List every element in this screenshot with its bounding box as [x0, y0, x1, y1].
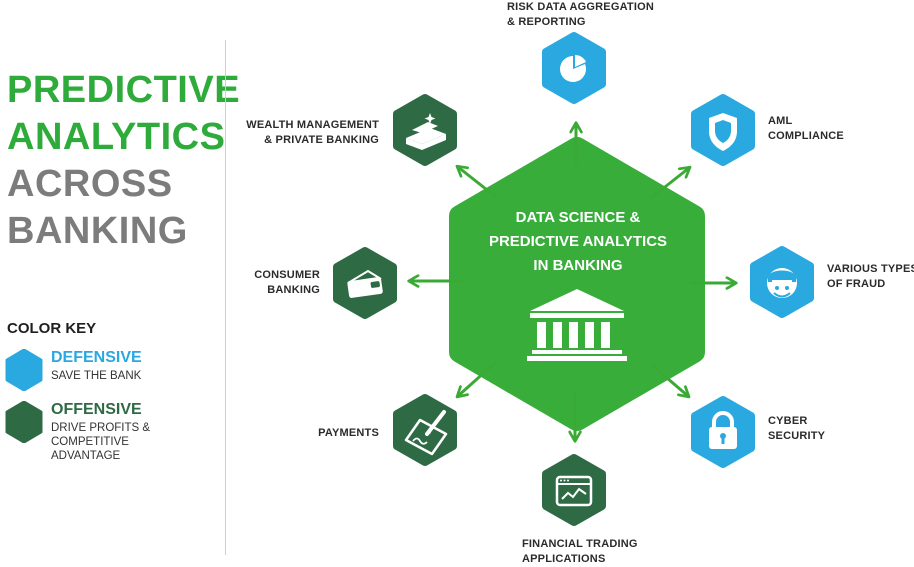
wealth-label-line-1: WEALTH MANAGEMENT: [246, 119, 379, 131]
title-line-3: ACROSS: [7, 163, 173, 205]
thief-icon: [767, 268, 797, 298]
trading-label-line-1: FINANCIAL TRADING: [522, 538, 638, 550]
payments-label-line-1: PAYMENTS: [318, 427, 379, 439]
center-title: DATA SCIENCE & PREDICTIVE ANALYTICS IN B…: [470, 206, 686, 278]
center-title-line-1: DATA SCIENCE &: [515, 209, 641, 226]
color-key-title: COLOR KEY: [7, 320, 97, 337]
wealth-label-line-2: & PRIVATE BANKING: [264, 134, 379, 146]
arrow-payments: [455, 360, 498, 399]
cyber-label-line-2: SECURITY: [768, 430, 826, 442]
bank-icon: [527, 289, 627, 361]
fraud-label-line-1: VARIOUS TYPES: [827, 263, 914, 275]
center-hexagon: [449, 137, 705, 431]
offensive-hexagon-icon: [5, 401, 43, 443]
title-line-4: BANKING: [7, 210, 188, 252]
wallet-icon: [347, 269, 383, 298]
arrow-wealth: [455, 164, 498, 199]
defensive-description: SAVE THE BANK: [51, 370, 142, 382]
offensive-label: OFFENSIVE: [51, 401, 142, 418]
trading-hexagon: [542, 454, 606, 526]
arrow-aml: [649, 165, 692, 200]
trading-screen-icon: [555, 475, 593, 507]
padlock-icon: [709, 411, 737, 449]
consumer-label: CONSUMER BANKING: [240, 268, 320, 298]
wealth-label: WEALTH MANAGEMENT & PRIVATE BANKING: [240, 118, 379, 148]
aml-label-line-1: AML: [768, 115, 793, 127]
trading-label-line-2: APPLICATIONS: [522, 553, 606, 565]
center-title-line-2: PREDICTIVE ANALYTICS: [488, 233, 668, 250]
trading-label: FINANCIAL TRADING APPLICATIONS: [522, 537, 638, 567]
fraud-label: VARIOUS TYPES OF FRAUD: [827, 262, 914, 292]
consumer-label-line-2: BANKING: [267, 284, 320, 296]
title-line-1: PREDICTIVE: [7, 69, 241, 111]
pie-chart-icon: [560, 54, 586, 82]
fraud-label-line-2: OF FRAUD: [827, 278, 886, 290]
risk-label-line-2: & REPORTING: [507, 16, 586, 28]
divider: [225, 40, 226, 555]
risk-label-line-1: RISK DATA AGGREGATION: [507, 1, 654, 13]
gold-bars-icon: [406, 113, 446, 150]
aml-label: AML COMPLIANCE: [768, 114, 844, 144]
arrow-cyber: [651, 364, 691, 399]
aml-label-line-2: COMPLIANCE: [768, 130, 844, 142]
shield-icon: [709, 113, 737, 151]
consumer-label-line-1: CONSUMER: [254, 269, 320, 281]
center-title-line-3: IN BANKING: [533, 257, 623, 274]
payments-hexagon: [393, 394, 457, 466]
cyber-label: CYBER SECURITY: [768, 414, 825, 444]
payments-label: PAYMENTS: [300, 426, 379, 441]
cyber-label-line-1: CYBER: [768, 415, 808, 427]
risk-label: RISK DATA AGGREGATION & REPORTING: [507, 0, 654, 30]
defensive-hexagon-icon: [5, 349, 43, 391]
defensive-label: DEFENSIVE: [51, 349, 142, 366]
offensive-description: DRIVE PROFITS & COMPETITIVE ADVANTAGE: [51, 422, 151, 462]
check-signing-icon: [404, 410, 448, 456]
title-line-2: ANALYTICS: [7, 116, 226, 158]
